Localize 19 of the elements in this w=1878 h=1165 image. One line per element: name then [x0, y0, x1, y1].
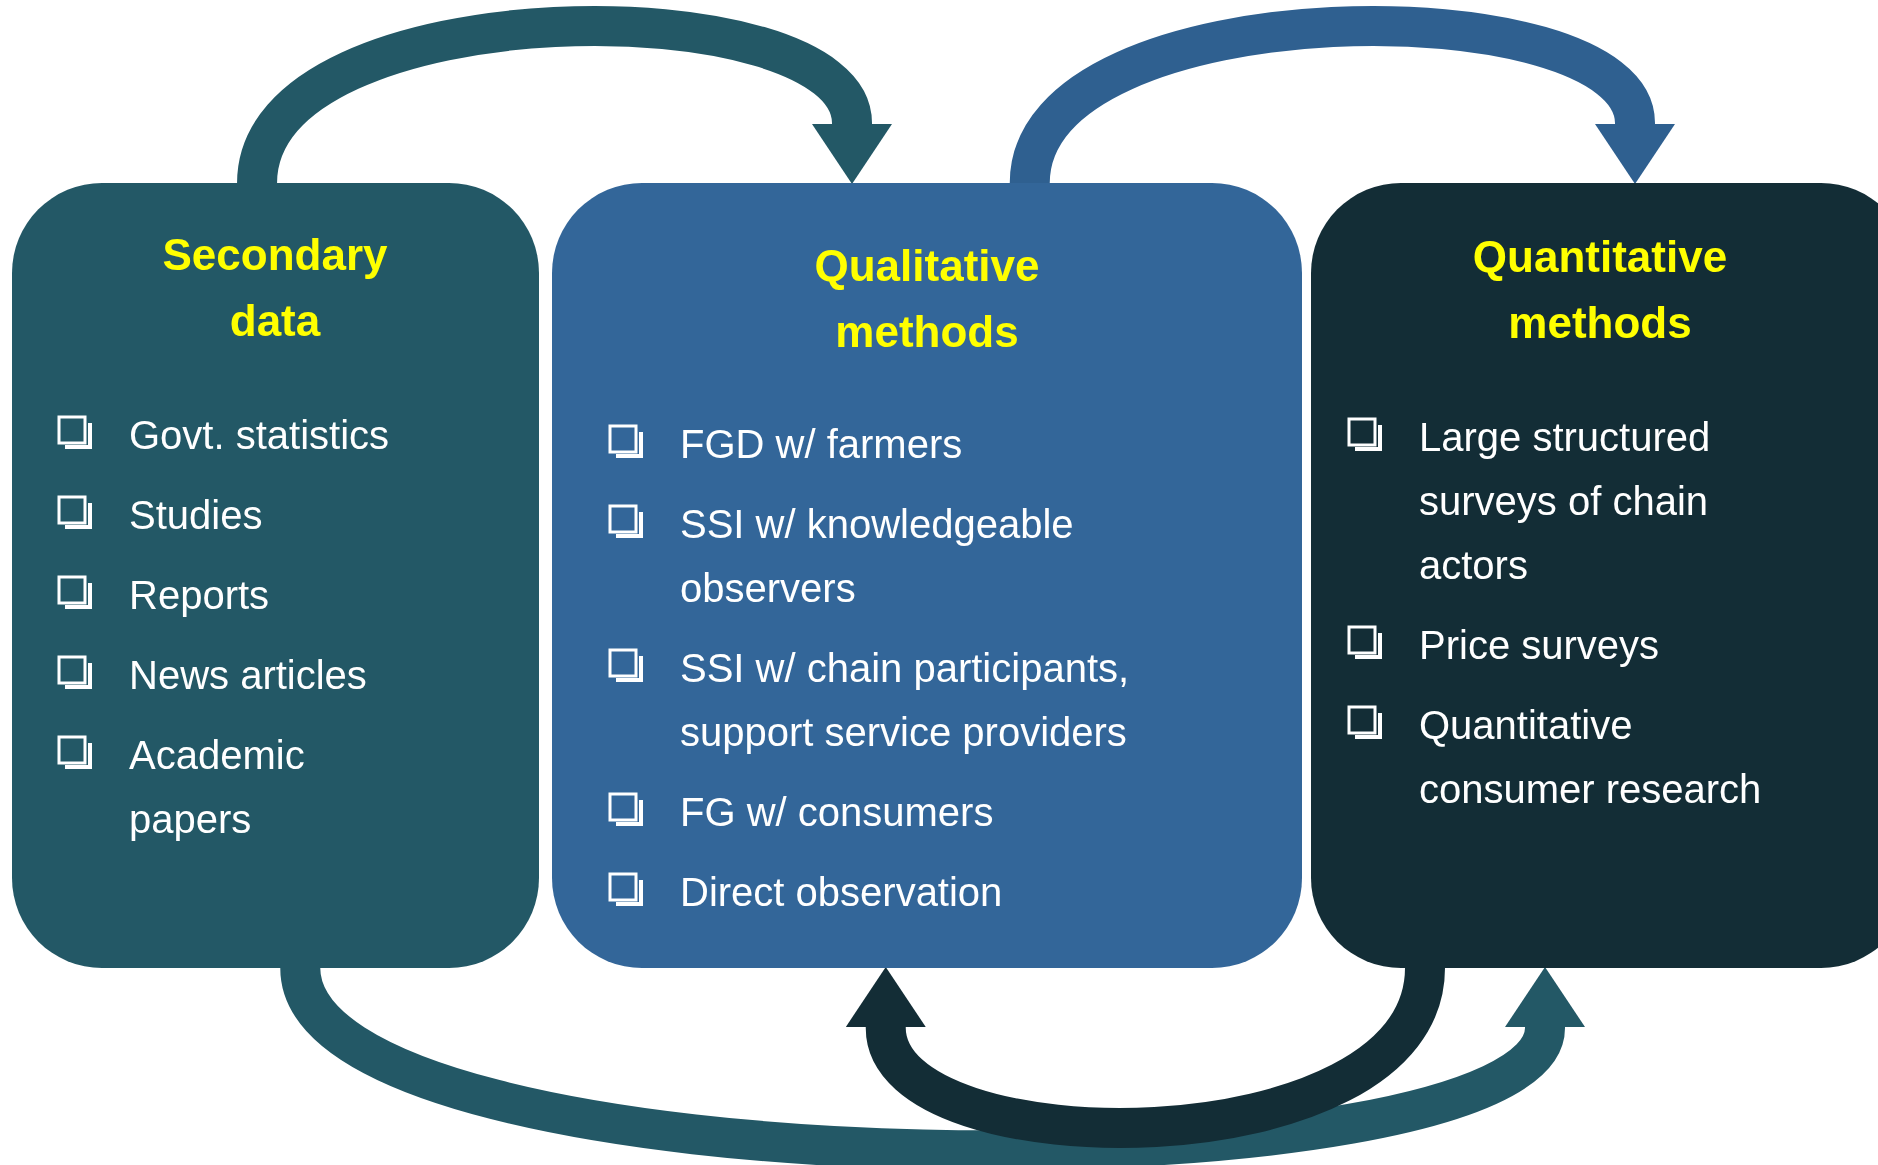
list-item: Reports: [129, 572, 271, 619]
list-item: Quantitative consumer research: [1419, 702, 1763, 813]
list-item: Price surveys: [1419, 622, 1661, 669]
list-item: Studies: [129, 492, 264, 539]
list-item: FG w/ consumers: [680, 789, 995, 836]
rounded-panel: [552, 183, 1302, 968]
list-item: SSI w/ chain participants, support service providers: [680, 645, 1131, 756]
list-item: FGD w/ farmers: [680, 421, 964, 468]
panel-heading: Secondary data: [161, 229, 389, 347]
list-item: Govt. statistics: [129, 412, 391, 459]
rounded-panel: [12, 183, 539, 968]
rounded-panel: [1311, 183, 1878, 968]
panel-heading: Qualitative methods: [813, 240, 1041, 358]
list-item: News articles: [129, 652, 368, 699]
list-item: SSI w/ knowledgeable observers: [680, 501, 1075, 612]
list-item: Academic papers: [129, 732, 306, 843]
list-item: Large structured surveys of chain actors: [1419, 414, 1712, 589]
panel-heading: Quantitative methods: [1471, 231, 1729, 349]
list-item: Direct observation: [680, 869, 1004, 916]
